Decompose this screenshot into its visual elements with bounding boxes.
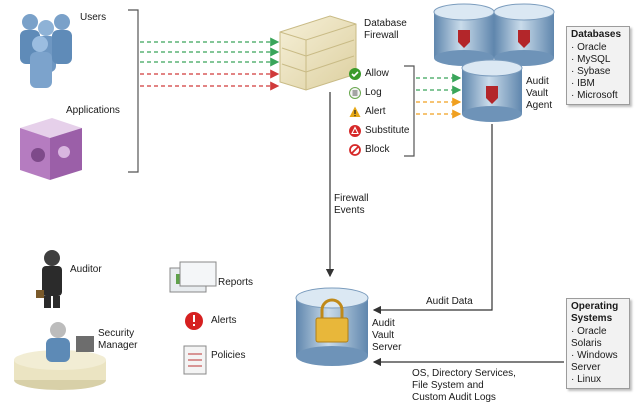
database-cylinder-3 (461, 59, 523, 122)
policies-icon (183, 345, 207, 375)
operating-systems-list: · Oracle Solaris · Windows Server · Linu… (567, 326, 629, 388)
check-icon (349, 68, 361, 80)
auditor-icon (36, 250, 62, 308)
database-item: · Oracle (571, 42, 607, 53)
database-firewall-icon (279, 15, 357, 91)
reports-icon (169, 261, 217, 293)
alerts-label: Alerts (211, 315, 237, 326)
actions-bracket (404, 65, 415, 157)
action-allow: Allow (349, 68, 389, 80)
database-cylinder-2 (493, 3, 555, 66)
action-log: Log (349, 87, 382, 99)
security-manager-icon (14, 322, 106, 390)
block-icon (349, 144, 361, 156)
firewall-events-label: Firewall Events (334, 193, 369, 216)
operating-systems-title: Operating Systems (571, 301, 619, 324)
clients-bracket (128, 9, 139, 173)
database-item: · Microsoft (571, 90, 618, 101)
audit-vault-server-icon (295, 287, 369, 366)
applications-icon (20, 118, 82, 180)
substitute-icon (349, 125, 361, 137)
database-item: · MySQL (571, 54, 611, 65)
log-icon (349, 87, 361, 99)
firewall-to-agent-arrows (416, 73, 462, 119)
databases-list: · Oracle · MySQL · Sybase · IBM · Micros… (567, 42, 629, 104)
database-cylinders (433, 3, 555, 122)
audit-data-label: Audit Data (426, 296, 473, 307)
users-label: Users (80, 12, 107, 23)
os-item: · Windows Server (571, 350, 618, 373)
audit-data-arrow (372, 124, 493, 315)
security-manager-label: Security Manager (98, 328, 138, 351)
action-block: Block (349, 144, 389, 156)
database-item: · Sybase (571, 66, 611, 77)
os-item: · Linux (571, 374, 602, 385)
alert-icon (185, 312, 203, 330)
warning-icon (349, 106, 361, 117)
operating-systems-box: Operating Systems · Oracle Solaris · Win… (566, 298, 630, 389)
reports-label: Reports (218, 277, 254, 288)
databases-box: Databases · Oracle · MySQL · Sybase · IB… (566, 26, 630, 105)
databases-title: Databases (571, 29, 622, 40)
auditor-label: Auditor (70, 264, 102, 275)
os-item: · Oracle Solaris (571, 326, 607, 349)
os-sources-label: OS, Directory Services, File System and … (412, 368, 516, 403)
action-substitute: Substitute (349, 125, 409, 137)
action-alert: Alert (349, 106, 386, 118)
policies-label: Policies (211, 350, 246, 361)
database-firewall-label: Database Firewall (364, 18, 407, 41)
applications-label: Applications (66, 105, 120, 116)
client-traffic-arrows (140, 37, 280, 91)
database-item: · IBM (571, 78, 595, 89)
audit-vault-agent-label: Audit Vault Agent (526, 76, 553, 111)
users-icon (20, 14, 72, 88)
audit-vault-server-label: Audit Vault Server (372, 318, 402, 353)
database-cylinder-1 (433, 3, 495, 66)
